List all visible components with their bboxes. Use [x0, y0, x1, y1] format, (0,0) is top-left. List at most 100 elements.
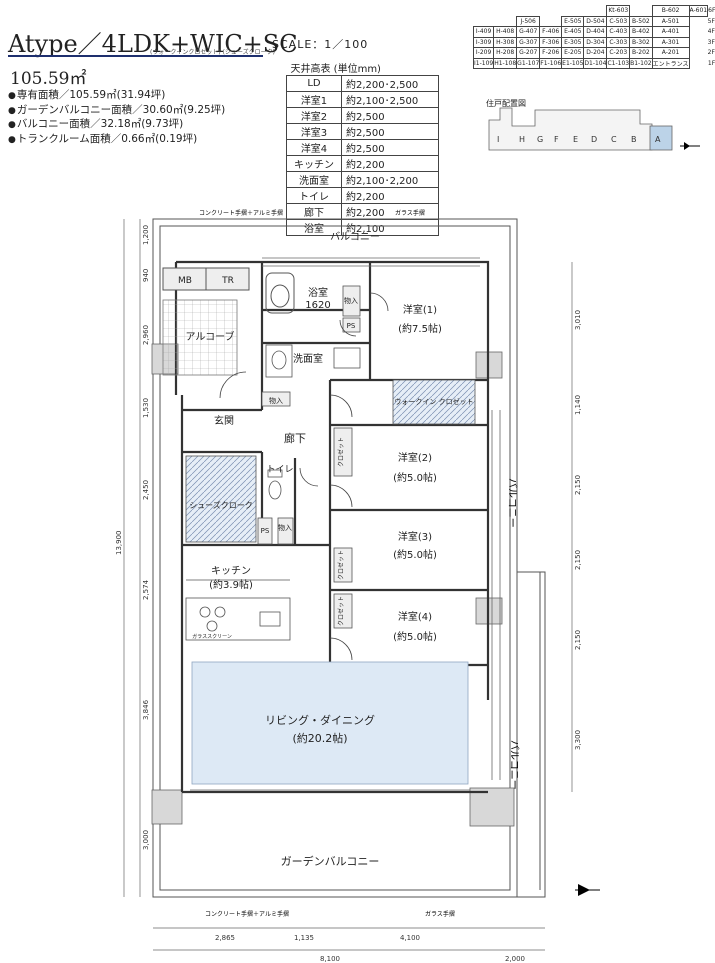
entrance-label: 玄関 [214, 414, 234, 427]
key-map-title: 住戸配置図 [486, 99, 526, 108]
dimension-label: 3,000 [142, 830, 150, 850]
unit-cell: A-601 [688, 5, 709, 17]
dimension-label: 1,200 [142, 225, 150, 245]
dimension-total-label: 13,900 [115, 531, 123, 556]
wic-area [392, 379, 476, 425]
key-map-letter: H [519, 135, 525, 144]
scale-label: SCALE：1／100 [272, 38, 369, 51]
room1-label: 洋室(1) [403, 303, 437, 316]
unit-cell: D1-104 [583, 57, 608, 69]
left-dimensions: 1,2009402,9601,5302,4502,5743,8463,00013… [115, 225, 150, 850]
door-swings [219, 292, 389, 661]
area-item: バルコニー面積／32.18㎡(9.73坪) [8, 118, 225, 133]
table-row: キッチン約2,200 [286, 155, 439, 172]
floor-label: 2F [707, 49, 715, 57]
ps-label: PS [261, 527, 270, 535]
living-floor [191, 661, 469, 785]
plan-type-subtitle: (ウォークインクロゼット) (シューズクローク) [150, 49, 275, 56]
table-row: 洗面室約2,100･2,200 [286, 171, 439, 188]
ps-label: PS [347, 322, 356, 330]
living-size: (約20.2帖) [292, 731, 347, 745]
key-map-letter: B [631, 135, 637, 144]
key-map-letter: E [573, 135, 578, 144]
kitchen-size: (約3.9帖) [209, 578, 253, 591]
balcony-right-label: バルコニー [508, 740, 520, 790]
dimension-label: 2,574 [142, 579, 150, 600]
dimension-label: 940 [142, 269, 150, 282]
ceiling-table-title: 天井高表 (単位mm) [290, 64, 381, 75]
dimension-label: 2,960 [142, 325, 150, 345]
room3-label: 洋室(3) [398, 530, 432, 543]
toilet-label: トイレ [266, 465, 293, 475]
washroom-label: 洗面室 [293, 352, 323, 365]
unit-cell: E1-105 [561, 57, 585, 69]
garden-balcony-label: ガーデンバルコニー [281, 854, 380, 868]
dimension-label: 2,000 [505, 955, 525, 963]
railing-note: ガラス手摺 [395, 209, 425, 217]
dimension-label: 3,010 [574, 310, 582, 330]
room4-size: (約5.0帖) [393, 630, 437, 643]
kitchen-label: キッチン [211, 565, 251, 577]
bath-label: 浴室 [308, 286, 328, 299]
glass-screen-label: ガラススクリーン [192, 633, 232, 640]
storage-label: 物入 [269, 396, 283, 405]
dimension-label: 1,530 [142, 398, 150, 418]
kitchen-counter [185, 579, 291, 641]
plan-type-title: Atype／4LDK+WIC+SC [8, 30, 298, 58]
alcove-label: アルコーブ [185, 330, 234, 343]
dimension-label: 4,100 [400, 934, 420, 942]
dimension-label: 1,135 [294, 934, 314, 942]
alcove-floor [162, 299, 238, 376]
area-item: 専有面積／105.59㎡(31.94坪) [8, 89, 225, 104]
key-map-letter: A [655, 135, 661, 144]
window-frames [190, 257, 501, 791]
living-label: リビング・ダイニング [265, 713, 375, 727]
storage-label: 物入 [344, 296, 358, 305]
shoes-closet-label: シューズクローク [189, 500, 253, 510]
balcony-right-label: バルコニー [506, 478, 518, 528]
washbasin [265, 344, 361, 378]
area-item: ガーデンバルコニー面積／30.60㎡(9.25坪) [8, 104, 225, 119]
key-map-letter: D [591, 135, 597, 144]
area-item: トランクルーム面積／0.66㎡(0.19坪) [8, 133, 225, 148]
closet-label: クロゼット [337, 550, 345, 580]
railing-note: コンクリート手摺＋アルミ手摺 [205, 910, 289, 918]
key-map-letter: C [611, 135, 617, 144]
room1-size: (約7.5帖) [398, 322, 442, 335]
dimension-total-label: 8,100 [320, 955, 340, 963]
room3-size: (約5.0帖) [393, 548, 437, 561]
storage-label: 物入 [278, 523, 292, 532]
closet-boxes [257, 285, 361, 629]
table-row: 浴室約2,100 [286, 219, 439, 236]
unit-cell: I1-109 [472, 57, 495, 69]
floor-label: 3F [707, 38, 715, 46]
closet-label: クロゼット [337, 596, 345, 626]
unit-cell: エントランス [651, 57, 690, 69]
dimension-lines [123, 219, 573, 951]
mb-label: MB [178, 276, 192, 286]
dimension-label: 1,140 [574, 395, 582, 415]
corridor-label: 廊下 [284, 431, 306, 445]
room2-size: (約5.0帖) [393, 471, 437, 484]
floor-label: 4F [707, 28, 715, 36]
unit-cell: G1-107 [516, 57, 541, 69]
unit-cell: C1-103 [606, 57, 631, 69]
toilet-fixture [267, 469, 283, 500]
floor-label: 5F [707, 17, 715, 25]
room4-label: 洋室(4) [398, 610, 432, 623]
wic-label: ウォークイン クロゼット [394, 397, 473, 406]
shoes-closet-area [185, 455, 257, 543]
floor-label: 6F [708, 7, 715, 15]
balcony-railing [152, 218, 546, 898]
dimension-label: 2,865 [215, 934, 235, 942]
area-list: 専有面積／105.59㎡(31.94坪) ガーデンバルコニー面積／30.60㎡(… [8, 89, 225, 147]
ceiling-height: 約2,100 [341, 219, 439, 236]
key-map-highlight [649, 125, 673, 151]
